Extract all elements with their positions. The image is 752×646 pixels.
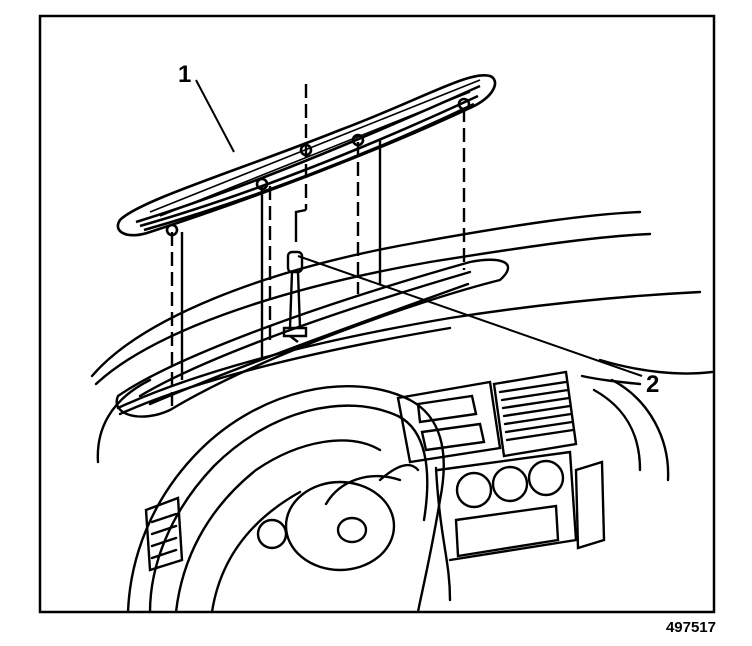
sensor-wire — [282, 250, 308, 343]
callout-1-label: 1 — [178, 61, 191, 88]
alignment-lines — [170, 84, 466, 408]
figure-number: 497517 — [665, 619, 716, 636]
callout-2-label: 2 — [646, 371, 659, 398]
steering-wheel — [126, 385, 445, 614]
leader-lines — [195, 79, 643, 377]
center-stack — [396, 370, 606, 602]
dashboard — [90, 210, 714, 482]
border — [38, 14, 716, 614]
defroster-grille — [116, 73, 497, 237]
